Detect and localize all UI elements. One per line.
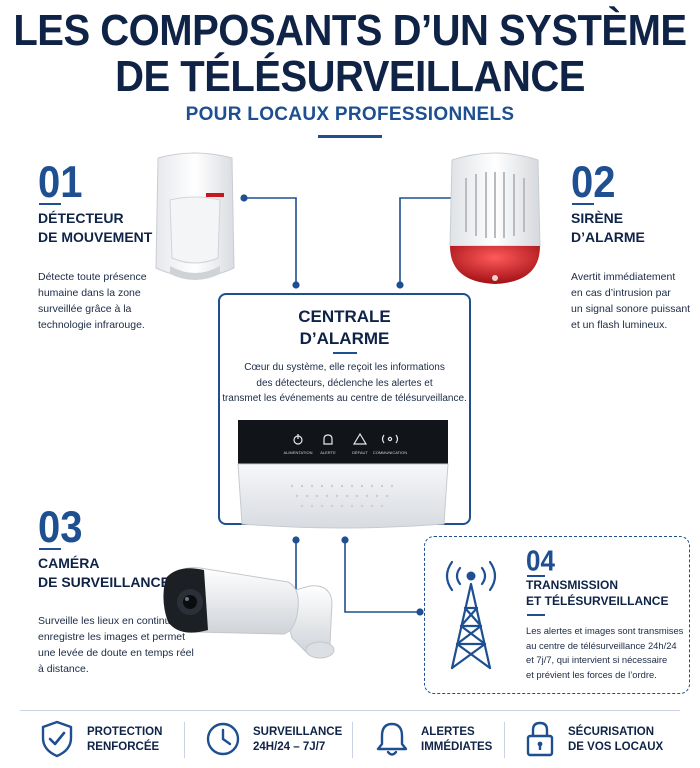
feature-separator xyxy=(184,722,185,758)
main-title-line-1: LES COMPOSANTS D’UN SYSTÈME xyxy=(13,7,687,55)
siren-heading-line-2: D’ALARME xyxy=(571,229,645,245)
feature-alertes: ALERTES IMMÉDIATES xyxy=(421,726,493,753)
siren-image xyxy=(449,152,541,284)
camera-heading-line-2: DE SURVEILLANCE xyxy=(38,574,170,590)
clock-icon xyxy=(206,722,240,756)
component-number-03: 03 xyxy=(38,502,83,553)
bell-icon xyxy=(376,722,408,756)
panel-label-communication: COMMUNICATION xyxy=(373,450,407,455)
feature-protection: PROTECTION RENFORCÉE xyxy=(87,726,163,753)
panel-label-alimentation: ALIMENTATION xyxy=(284,450,313,455)
heading-underline xyxy=(527,614,545,616)
features-divider xyxy=(20,710,680,711)
number-underline xyxy=(527,575,545,577)
transmission-heading-line-1: TRANSMISSION xyxy=(526,578,619,592)
central-description: Cœur du système, elle reçoit les informa… xyxy=(222,362,467,404)
detector-description: Détecte toute présence humaine dans la z… xyxy=(38,271,147,331)
motion-detector-image xyxy=(155,152,235,280)
camera-description: Surveille les lieux en continu, enregist… xyxy=(38,615,194,675)
connector-dot xyxy=(240,194,248,202)
central-heading: CENTRALE D’ALARME xyxy=(298,307,391,348)
camera-heading-line-1: CAMÉRA xyxy=(38,555,100,571)
connector-detector xyxy=(244,197,297,285)
number-underline xyxy=(39,548,61,550)
panel-label-alerte: ALERTE xyxy=(320,450,336,455)
connector-dot xyxy=(396,281,404,289)
transmission-box xyxy=(424,536,690,694)
transmission-heading-line-2: ET TÉLÉSURVEILLANCE xyxy=(526,594,669,608)
antenna-tower-icon xyxy=(445,560,497,670)
number-underline xyxy=(572,203,594,205)
panel-label-defaut: DÉFAUT xyxy=(352,450,368,455)
feature-surveillance: SURVEILLANCE 24H/24 – 7J/7 xyxy=(253,726,343,753)
number-underline xyxy=(39,203,61,205)
component-number-01: 01 xyxy=(38,157,83,208)
transmission-description: Les alertes et images sont transmises au… xyxy=(526,625,684,680)
siren-heading-line-1: SIRÈNE xyxy=(571,210,624,226)
central-underline xyxy=(333,352,357,354)
detector-heading-line-1: DÉTECTEUR xyxy=(38,210,124,226)
main-title-line-2: DE TÉLÉSURVEILLANCE xyxy=(115,53,585,101)
feature-securisation: SÉCURISATION DE VOS LOCAUX xyxy=(568,726,664,753)
subtitle: POUR LOCAUX PROFESSIONNELS xyxy=(185,104,515,125)
component-number-02: 02 xyxy=(571,157,616,208)
connector-dot xyxy=(341,536,349,544)
connector-dot xyxy=(292,281,300,289)
subtitle-underline xyxy=(318,135,382,138)
component-number-04: 04 xyxy=(526,543,555,578)
connector-dot xyxy=(292,536,300,544)
connector-transmission xyxy=(344,540,420,613)
surveillance-camera-image xyxy=(163,567,335,659)
siren-description: Avertit immédiatement en cas d’intrusion… xyxy=(571,271,691,331)
connector-dot xyxy=(416,608,424,616)
alarm-panel-image: ALIMENTATION ALERTE DÉFAUT COMMUNICATION xyxy=(237,420,449,529)
detector-heading-line-2: DE MOUVEMENT xyxy=(38,229,153,245)
feature-separator xyxy=(352,722,353,758)
shield-check-icon xyxy=(41,720,73,758)
connector-siren xyxy=(399,197,456,285)
feature-separator xyxy=(504,722,505,758)
padlock-icon xyxy=(526,721,554,757)
